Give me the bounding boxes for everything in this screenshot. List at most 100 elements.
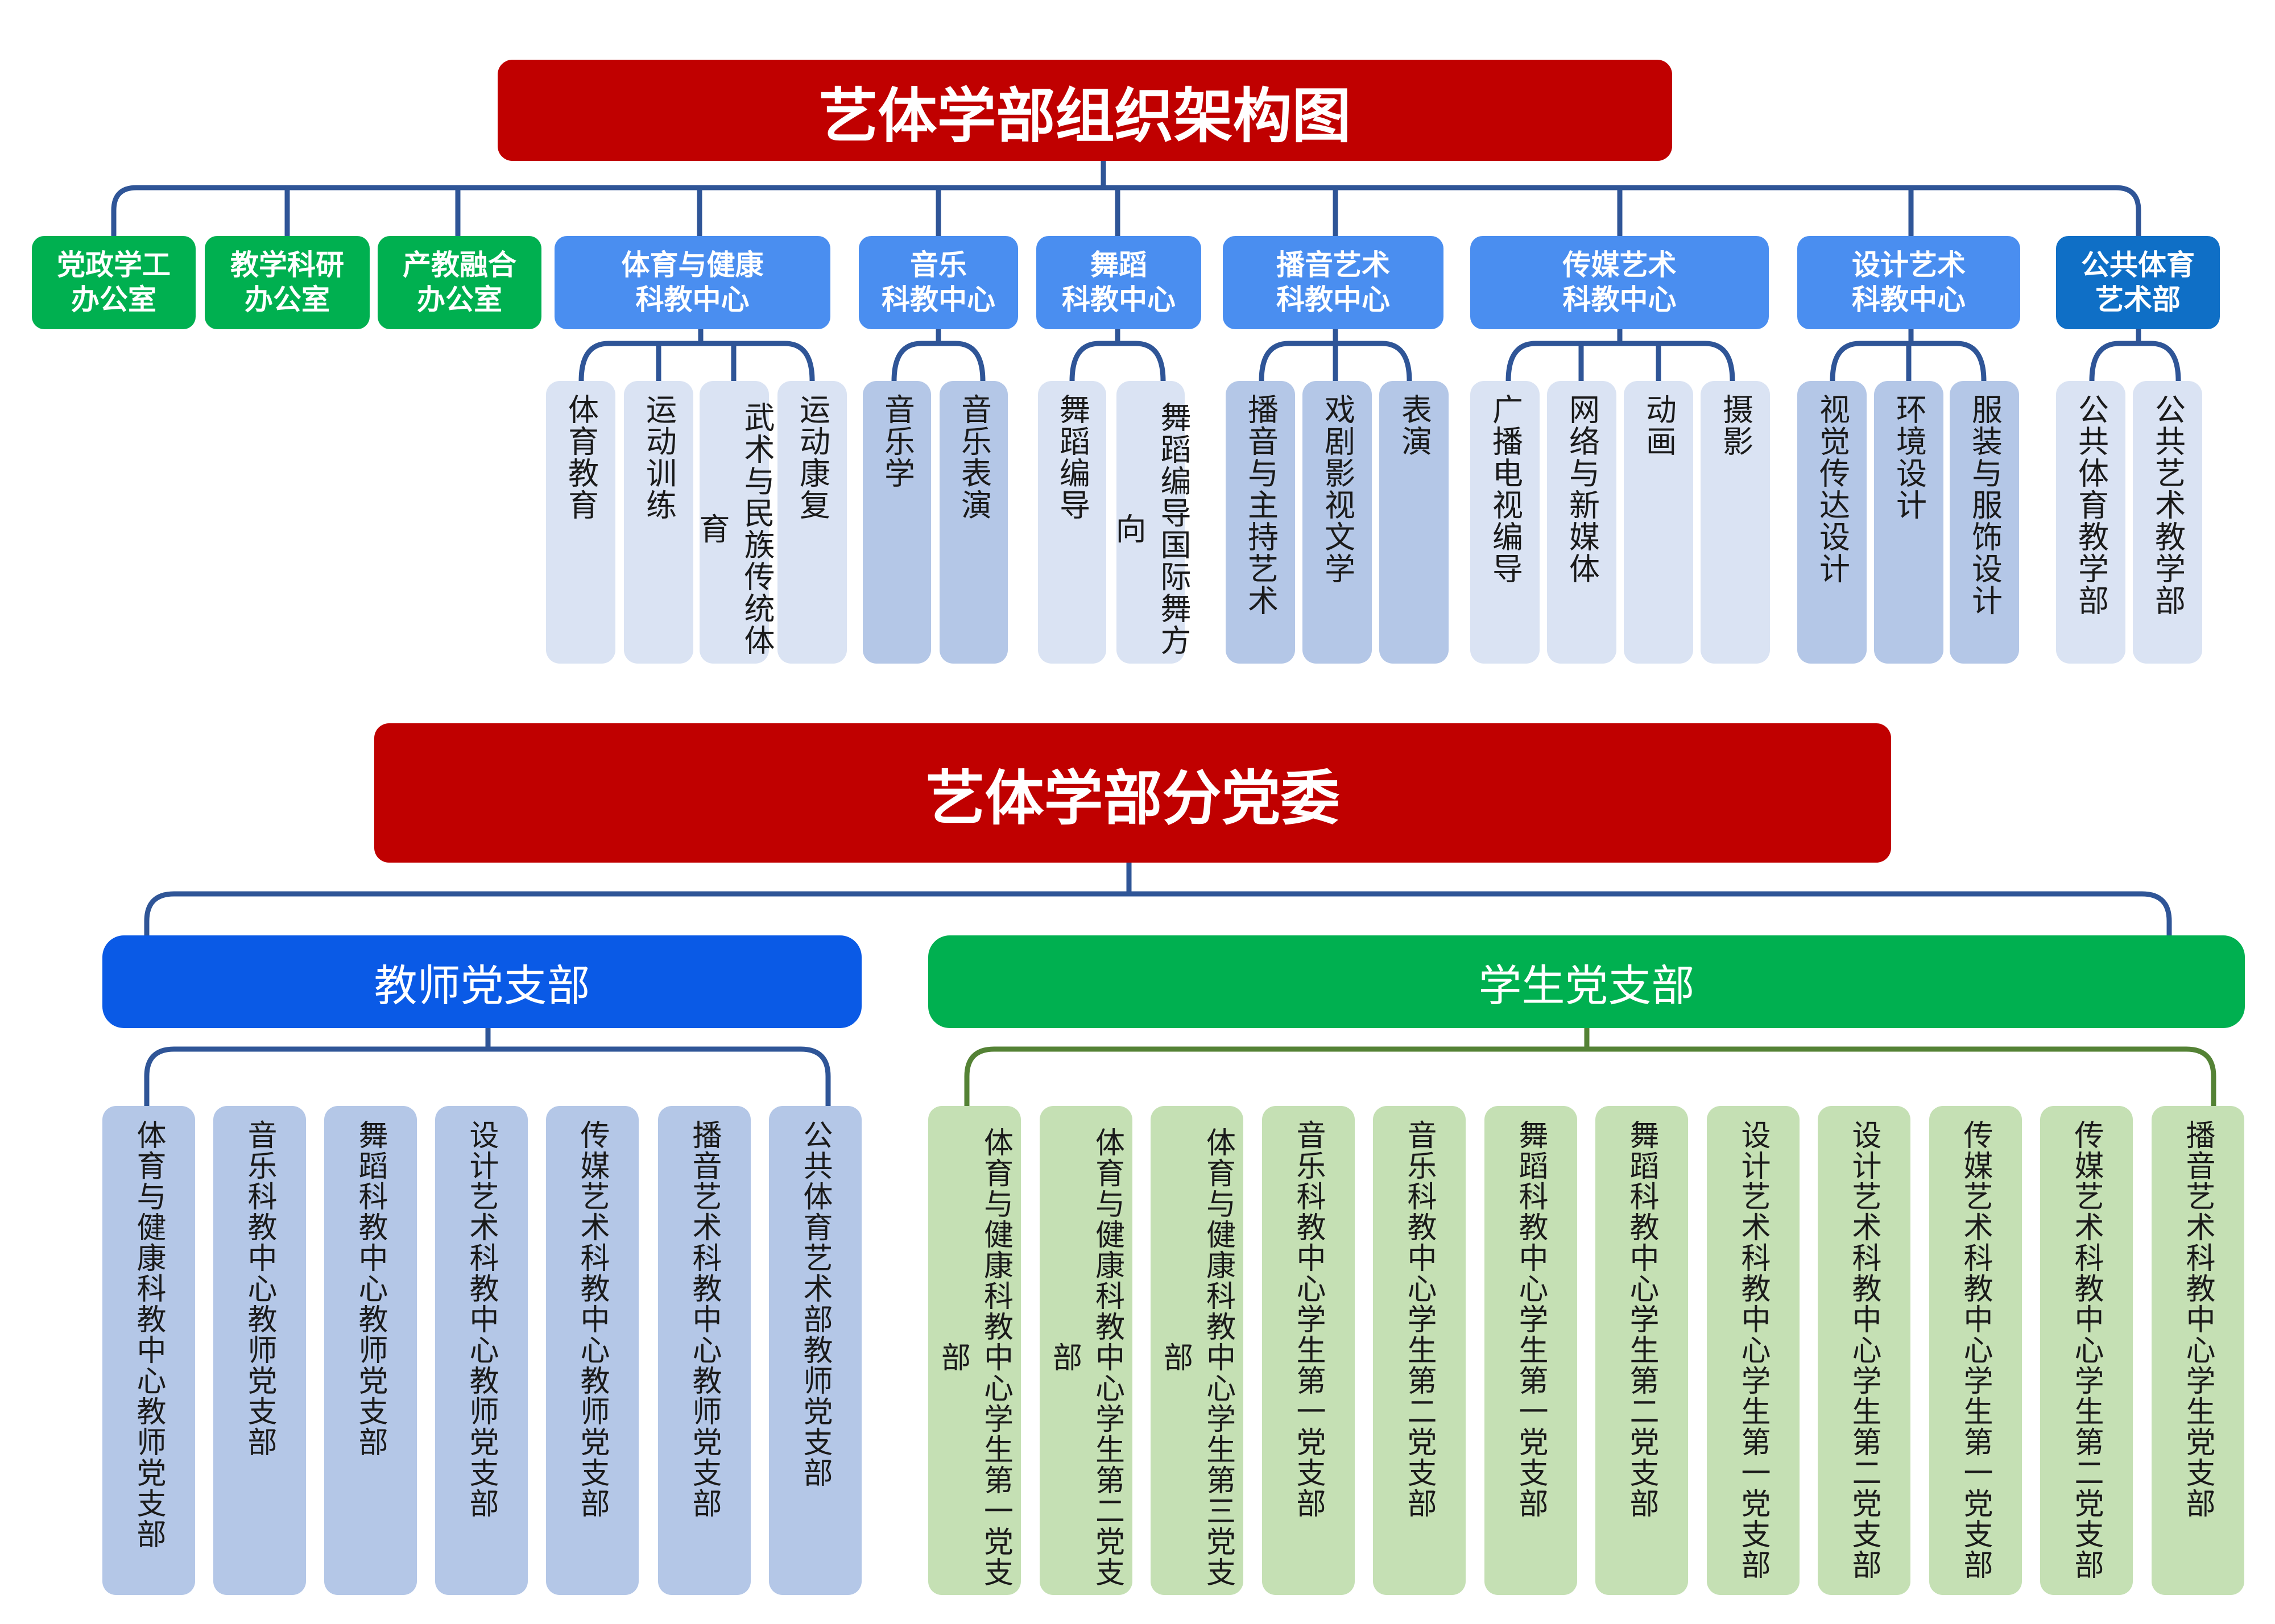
teacher-branch-unit: 公共体育艺术部教师党支部 bbox=[769, 1106, 862, 1595]
major-box: 网络与新媒体 bbox=[1547, 381, 1616, 664]
major-box: 舞蹈编导 bbox=[1038, 381, 1106, 664]
party-committee-title: 艺体学部分党委 bbox=[374, 723, 1891, 863]
major-label: 网络与新媒体 bbox=[1563, 393, 1600, 585]
unit-label: 体育与健康科教中心学生第一党支部 bbox=[936, 1127, 1013, 1588]
major-label: 视觉传达设计 bbox=[1814, 393, 1850, 585]
major-label: 环境设计 bbox=[1891, 393, 1927, 521]
teacher-branch-unit: 音乐科教中心教师党支部 bbox=[213, 1106, 306, 1595]
center-sports-health: 体育与健康 科教中心 bbox=[555, 236, 830, 329]
student-branch-unit: 音乐科教中心学生第二党支部 bbox=[1373, 1106, 1466, 1595]
major-label: 摄影 bbox=[1717, 393, 1753, 457]
major-box: 舞蹈编导国际舞方向 bbox=[1110, 381, 1191, 664]
major-box: 播音与主持艺术 bbox=[1226, 381, 1295, 664]
center-dance: 舞蹈 科教中心 bbox=[1036, 236, 1201, 329]
major-label: 表演 bbox=[1396, 393, 1432, 457]
student-branch-unit: 传媒艺术科教中心学生第一党支部 bbox=[1929, 1106, 2022, 1595]
major-box: 体育教育 bbox=[546, 381, 615, 664]
major-box: 摄影 bbox=[1701, 381, 1770, 664]
unit-label: 设计艺术科教中心教师党支部 bbox=[464, 1120, 498, 1519]
teacher-branch-header: 教师党支部 bbox=[102, 935, 862, 1028]
center-label: 播音艺术 科教中心 bbox=[1276, 248, 1390, 316]
office-label: 教学科研 办公室 bbox=[230, 248, 344, 316]
center-label: 传媒艺术 科教中心 bbox=[1562, 248, 1677, 316]
teacher-branch-unit: 设计艺术科教中心教师党支部 bbox=[435, 1106, 528, 1595]
major-box: 动画 bbox=[1624, 381, 1693, 664]
party-committee-title-text: 艺体学部分党委 bbox=[925, 764, 1340, 833]
major-box: 戏剧影视文学 bbox=[1302, 381, 1372, 664]
major-label: 公共艺术教学部 bbox=[2149, 393, 2186, 616]
student-branch-unit: 音乐科教中心学生第一党支部 bbox=[1262, 1106, 1355, 1595]
major-box: 视觉传达设计 bbox=[1797, 381, 1867, 664]
center-media-arts: 传媒艺术 科教中心 bbox=[1470, 236, 1769, 329]
unit-label: 舞蹈科教中心学生第一党支部 bbox=[1513, 1120, 1548, 1519]
major-box: 运动康复 bbox=[777, 381, 847, 664]
unit-label: 播音艺术科教中心教师党支部 bbox=[687, 1120, 721, 1519]
teacher-branch-unit: 体育与健康科教中心教师党支部 bbox=[102, 1106, 195, 1595]
teacher-branch-label: 教师党支部 bbox=[374, 960, 590, 1011]
major-box: 运动训练 bbox=[624, 381, 693, 664]
unit-label: 体育与健康科教中心学生第三党支部 bbox=[1158, 1127, 1235, 1588]
unit-label: 体育与健康科教中心教师党支部 bbox=[131, 1120, 166, 1550]
major-label: 播音与主持艺术 bbox=[1242, 393, 1279, 616]
org-chart-title-text: 艺体学部组织架构图 bbox=[818, 81, 1351, 151]
unit-label: 设计艺术科教中心学生第一党支部 bbox=[1736, 1120, 1770, 1580]
major-box: 武术与民族传统体育 bbox=[694, 381, 775, 664]
student-branch-unit: 体育与健康科教中心学生第二党支部 bbox=[1040, 1106, 1132, 1595]
org-chart-title: 艺体学部组织架构图 bbox=[498, 60, 1672, 161]
student-branch-header: 学生党支部 bbox=[928, 935, 2245, 1028]
teacher-branch-unit: 舞蹈科教中心教师党支部 bbox=[324, 1106, 417, 1595]
major-label: 戏剧影视文学 bbox=[1319, 393, 1355, 585]
major-box: 环境设计 bbox=[1874, 381, 1943, 664]
major-label: 体育教育 bbox=[562, 393, 599, 521]
major-label: 公共体育教学部 bbox=[2073, 393, 2109, 616]
student-branch-unit: 播音艺术科教中心学生党支部 bbox=[2152, 1106, 2244, 1595]
teacher-branch-unit: 传媒艺术科教中心教师党支部 bbox=[546, 1106, 639, 1595]
student-branch-unit: 设计艺术科教中心学生第一党支部 bbox=[1707, 1106, 1800, 1595]
unit-label: 传媒艺术科教中心教师党支部 bbox=[575, 1120, 609, 1519]
center-music: 音乐 科教中心 bbox=[859, 236, 1018, 329]
unit-label: 音乐科教中心学生第二党支部 bbox=[1402, 1120, 1436, 1519]
student-branch-unit: 体育与健康科教中心学生第三党支部 bbox=[1151, 1106, 1243, 1595]
unit-label: 播音艺术科教中心学生党支部 bbox=[2181, 1120, 2215, 1519]
center-label: 体育与健康 科教中心 bbox=[621, 248, 764, 316]
major-label: 运动康复 bbox=[794, 393, 830, 521]
unit-label: 设计艺术科教中心学生第二党支部 bbox=[1847, 1120, 1881, 1580]
major-box: 公共艺术教学部 bbox=[2133, 381, 2202, 664]
major-label: 动画 bbox=[1640, 393, 1677, 457]
office-industry-education: 产教融合 办公室 bbox=[378, 236, 541, 329]
office-teaching-research: 教学科研 办公室 bbox=[205, 236, 370, 329]
major-label: 服装与服饰设计 bbox=[1966, 393, 2003, 616]
student-branch-unit: 传媒艺术科教中心学生第二党支部 bbox=[2040, 1106, 2133, 1595]
teacher-branch-unit: 播音艺术科教中心教师党支部 bbox=[658, 1106, 751, 1595]
major-box: 服装与服饰设计 bbox=[1950, 381, 2019, 664]
unit-label: 传媒艺术科教中心学生第二党支部 bbox=[2069, 1120, 2103, 1580]
unit-label: 音乐科教中心学生第一党支部 bbox=[1291, 1120, 1325, 1519]
unit-label: 舞蹈科教中心教师党支部 bbox=[353, 1120, 387, 1457]
unit-label: 舞蹈科教中心学生第二党支部 bbox=[1624, 1120, 1658, 1519]
major-label: 广播电视编导 bbox=[1487, 393, 1523, 585]
student-branch-unit: 舞蹈科教中心学生第二党支部 bbox=[1595, 1106, 1688, 1595]
major-box: 公共体育教学部 bbox=[2056, 381, 2125, 664]
major-label: 音乐表演 bbox=[956, 393, 992, 521]
center-label: 设计艺术 科教中心 bbox=[1852, 248, 1966, 316]
major-box: 广播电视编导 bbox=[1470, 381, 1540, 664]
office-party-admin: 党政学工 办公室 bbox=[32, 236, 196, 329]
unit-label: 体育与健康科教中心学生第二党支部 bbox=[1047, 1127, 1124, 1588]
major-label: 音乐学 bbox=[879, 393, 915, 489]
major-box: 表演 bbox=[1379, 381, 1449, 664]
student-branch-unit: 体育与健康科教中心学生第一党支部 bbox=[928, 1106, 1021, 1595]
unit-label: 传媒艺术科教中心学生第一党支部 bbox=[1958, 1120, 1992, 1580]
major-box: 音乐学 bbox=[863, 381, 931, 664]
major-box: 音乐表演 bbox=[940, 381, 1008, 664]
major-label: 舞蹈编导国际舞方向 bbox=[1110, 401, 1191, 656]
center-label: 音乐 科教中心 bbox=[882, 248, 995, 316]
center-design-arts: 设计艺术 科教中心 bbox=[1797, 236, 2020, 329]
unit-label: 公共体育艺术部教师党支部 bbox=[798, 1120, 832, 1488]
office-label: 党政学工 办公室 bbox=[57, 248, 171, 316]
center-label: 舞蹈 科教中心 bbox=[1062, 248, 1176, 316]
major-label: 舞蹈编导 bbox=[1054, 393, 1090, 521]
major-label: 武术与民族传统体育 bbox=[694, 401, 775, 656]
student-branch-unit: 设计艺术科教中心学生第二党支部 bbox=[1818, 1106, 1910, 1595]
student-branch-label: 学生党支部 bbox=[1478, 960, 1695, 1011]
